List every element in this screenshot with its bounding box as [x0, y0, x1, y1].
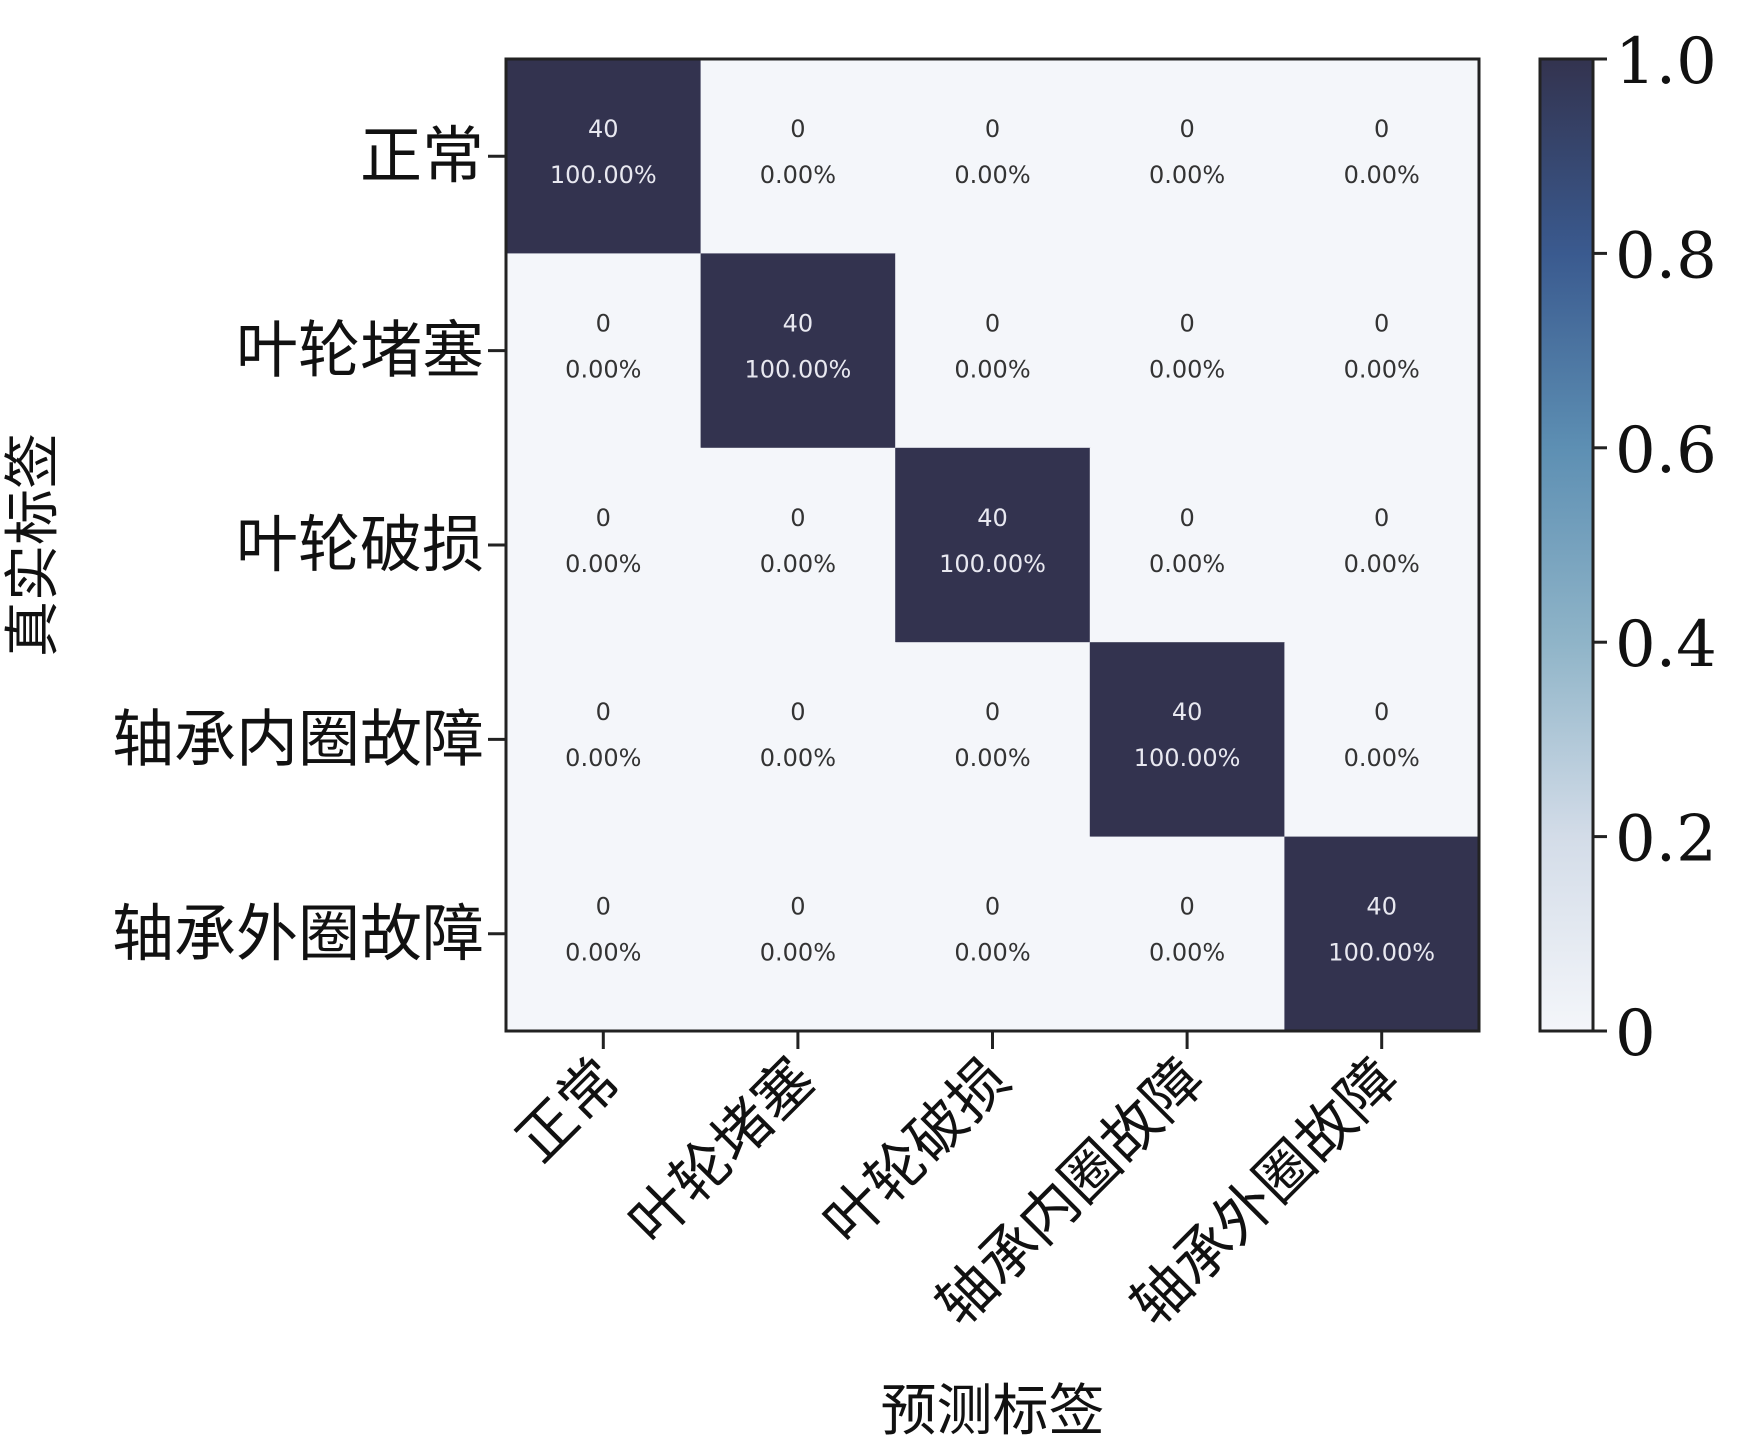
cell-count-label: 40	[1366, 893, 1397, 921]
cell-count-label: 40	[588, 115, 619, 143]
cell-count-label: 0	[1374, 504, 1389, 532]
x-tick-label: 正常	[503, 1045, 633, 1175]
cell-count-label: 40	[783, 309, 814, 337]
heatmap-cell	[1284, 836, 1480, 1032]
heatmap-cell	[506, 447, 702, 643]
colorbar-tick-label: 0.4	[1615, 608, 1717, 682]
heatmap-cell	[1089, 447, 1285, 643]
cell-count-label: 0	[1179, 893, 1194, 921]
cell-percent-label: 0.00%	[1344, 161, 1420, 189]
cell-count-label: 0	[1374, 698, 1389, 726]
cell-percent-label: 0.00%	[565, 939, 641, 967]
cell-count-label: 0	[1179, 309, 1194, 337]
cell-percent-label: 100.00%	[1328, 939, 1435, 967]
heatmap-cell	[700, 59, 896, 254]
cell-count-label: 0	[1374, 115, 1389, 143]
y-tick-label: 轴承内圈故障	[112, 702, 484, 775]
heatmap-cells: 40 100.00% 0 0.00% 0 0.00% 0 0.00% 0 0.00% 0 0.00% 4…	[506, 59, 1480, 1032]
heatmap-cell	[506, 59, 702, 254]
heatmap-cell	[700, 836, 896, 1032]
cell-percent-label: 0.00%	[1149, 161, 1225, 189]
heatmap-cell	[1284, 253, 1480, 449]
cell-count-label: 0	[985, 115, 1000, 143]
colorbar-tick-label: 1.0	[1615, 25, 1717, 99]
x-axis-label: 预测标签	[881, 1379, 1105, 1443]
colorbar-tick-label: 0.6	[1615, 414, 1717, 488]
cell-percent-label: 100.00%	[745, 355, 852, 383]
colorbar-tick-label: 0.8	[1615, 219, 1717, 293]
heatmap-cell	[506, 253, 702, 449]
heatmap-cell	[506, 836, 702, 1032]
heatmap-cell	[895, 836, 1091, 1032]
colorbar: 0 0.2 0.4 0.6 0.8 1.0	[1538, 25, 1717, 1071]
cell-count-label: 0	[790, 893, 805, 921]
cell-percent-label: 0.00%	[954, 161, 1030, 189]
y-tick-label: 叶轮堵塞	[236, 314, 484, 387]
y-tick-label: 轴承外圈故障	[112, 897, 484, 970]
heatmap-cell	[700, 642, 896, 838]
heatmap-cell	[700, 447, 896, 643]
heatmap-cell	[506, 642, 702, 838]
cell-percent-label: 100.00%	[1134, 744, 1241, 772]
y-tick-label: 正常	[360, 119, 484, 192]
cell-percent-label: 0.00%	[1149, 939, 1225, 967]
cell-count-label: 0	[985, 309, 1000, 337]
x-tick-label: 叶轮堵塞	[616, 1045, 828, 1257]
colorbar-tick-label: 0.2	[1615, 803, 1717, 877]
cell-percent-label: 0.00%	[954, 939, 1030, 967]
heatmap-cell	[1284, 642, 1480, 838]
cell-count-label: 0	[1374, 309, 1389, 337]
colorbar-tick-label: 0	[1615, 997, 1656, 1071]
heatmap-cell	[1089, 59, 1285, 254]
cell-count-label: 40	[977, 504, 1008, 532]
heatmap-cell	[1089, 642, 1285, 838]
heatmap-cell	[1089, 253, 1285, 449]
cell-count-label: 0	[1179, 504, 1194, 532]
cell-percent-label: 0.00%	[565, 550, 641, 578]
heatmap-cell	[895, 447, 1091, 643]
cell-count-label: 0	[985, 698, 1000, 726]
cell-count-label: 0	[596, 309, 611, 337]
heatmap-cell	[895, 253, 1091, 449]
cell-percent-label: 0.00%	[954, 744, 1030, 772]
cell-percent-label: 0.00%	[1344, 744, 1420, 772]
cell-percent-label: 0.00%	[565, 355, 641, 383]
cell-percent-label: 100.00%	[550, 161, 657, 189]
cell-percent-label: 100.00%	[939, 550, 1046, 578]
cell-percent-label: 0.00%	[1149, 550, 1225, 578]
heatmap-cell	[1284, 59, 1480, 254]
cell-count-label: 0	[790, 504, 805, 532]
cell-percent-label: 0.00%	[1344, 355, 1420, 383]
cell-count-label: 0	[596, 893, 611, 921]
heatmap-cell	[895, 642, 1091, 838]
cell-percent-label: 0.00%	[760, 744, 836, 772]
cell-percent-label: 0.00%	[760, 161, 836, 189]
cell-count-label: 0	[790, 698, 805, 726]
cell-count-label: 0	[985, 893, 1000, 921]
colorbar-gradient	[1538, 57, 1595, 1033]
cell-percent-label: 0.00%	[760, 550, 836, 578]
colorbar-ticks: 0 0.2 0.4 0.6 0.8 1.0	[1593, 25, 1717, 1071]
cell-count-label: 0	[596, 504, 611, 532]
cell-percent-label: 0.00%	[954, 355, 1030, 383]
y-tick-label: 叶轮破损	[236, 508, 484, 581]
y-axis-label: 真实标签	[1, 433, 66, 657]
heatmap-cell	[1089, 836, 1285, 1032]
heatmap-cell	[700, 253, 896, 449]
heatmap-cell	[895, 59, 1091, 254]
cell-count-label: 0	[790, 115, 805, 143]
cell-percent-label: 0.00%	[565, 744, 641, 772]
cell-count-label: 0	[1179, 115, 1194, 143]
cell-percent-label: 0.00%	[760, 939, 836, 967]
cell-percent-label: 0.00%	[1344, 550, 1420, 578]
cell-count-label: 0	[596, 698, 611, 726]
cell-percent-label: 0.00%	[1149, 355, 1225, 383]
cell-count-label: 40	[1172, 698, 1203, 726]
heatmap-cell	[1284, 447, 1480, 643]
